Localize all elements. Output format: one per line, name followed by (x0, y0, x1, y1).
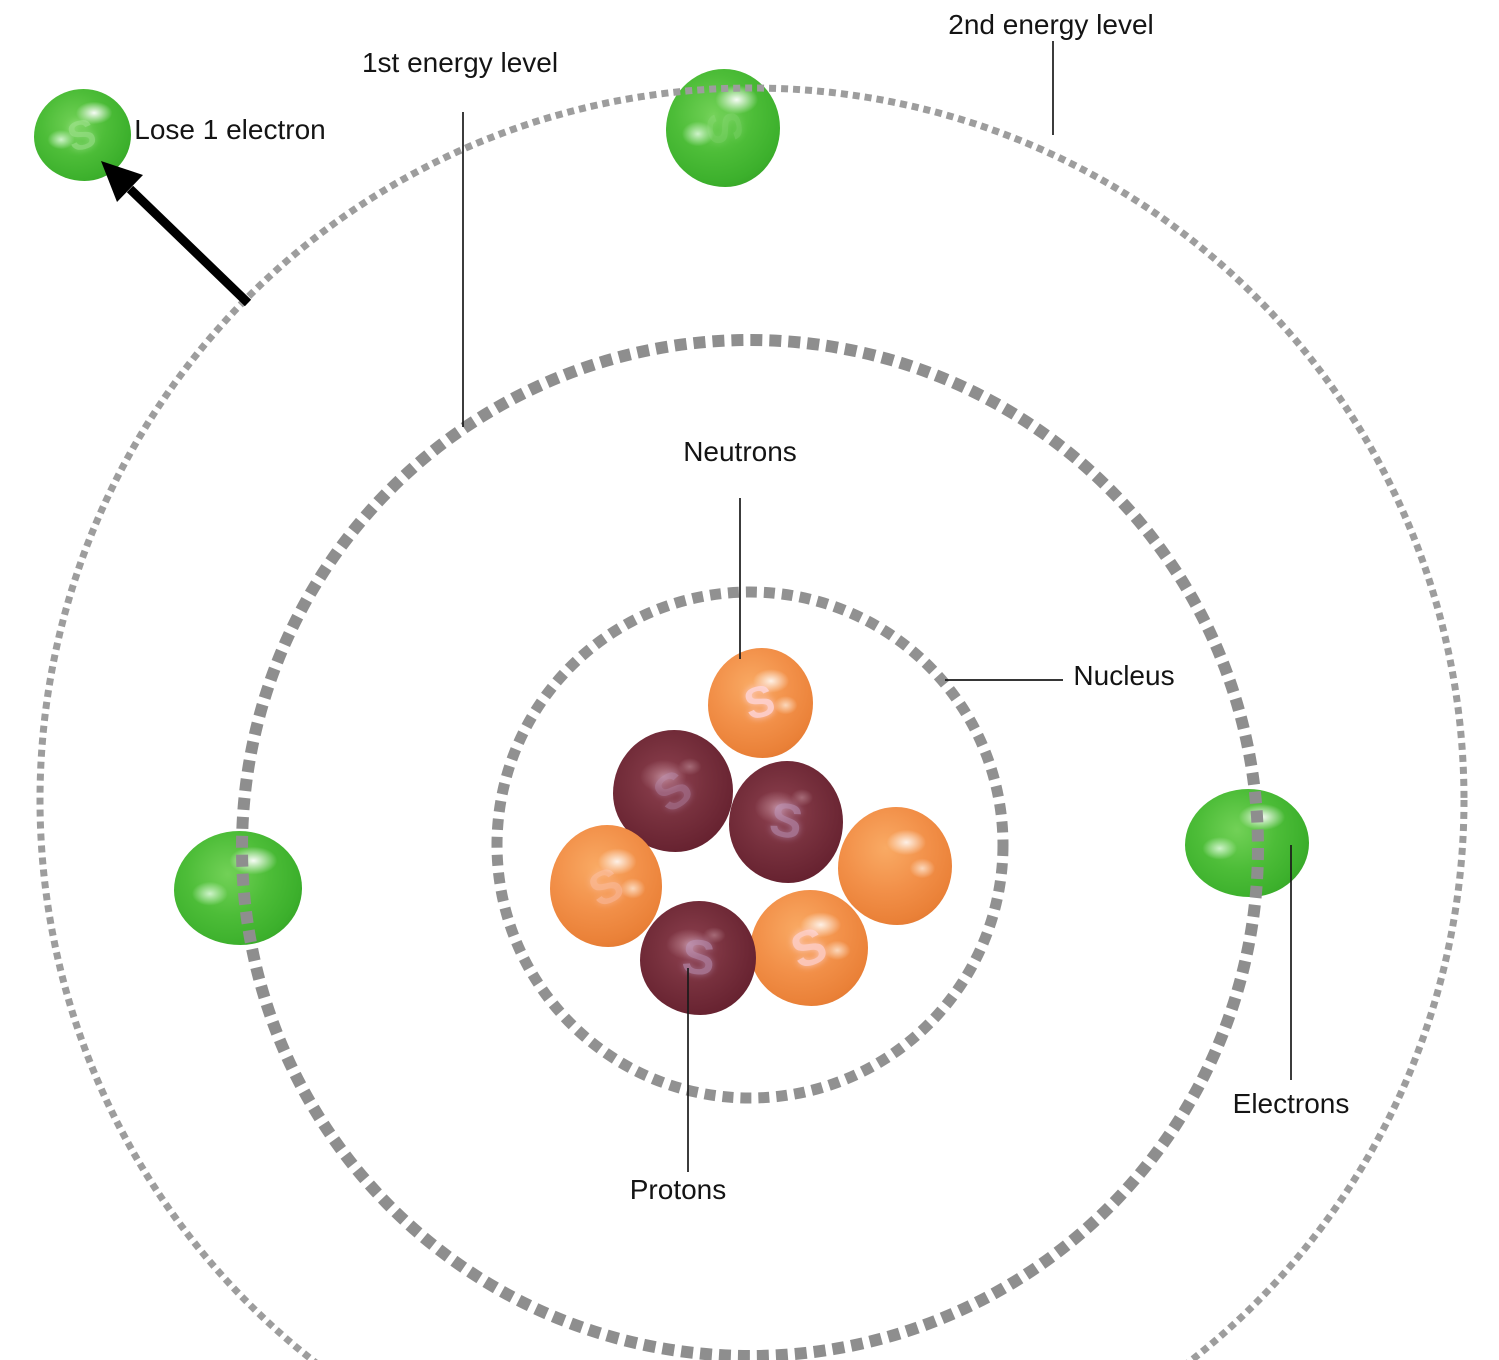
neutrons-label: Neutrons (683, 436, 797, 467)
nucleus-label: Nucleus (1073, 660, 1175, 691)
second-energy-level-label: 2nd energy level (948, 9, 1154, 40)
protons-label: Protons (629, 1174, 727, 1205)
first-energy-level-label: 1st energy level (361, 47, 559, 78)
lose-electron-label: Lose 1 electron (134, 114, 326, 145)
electrons-label: Electrons (1232, 1088, 1350, 1119)
